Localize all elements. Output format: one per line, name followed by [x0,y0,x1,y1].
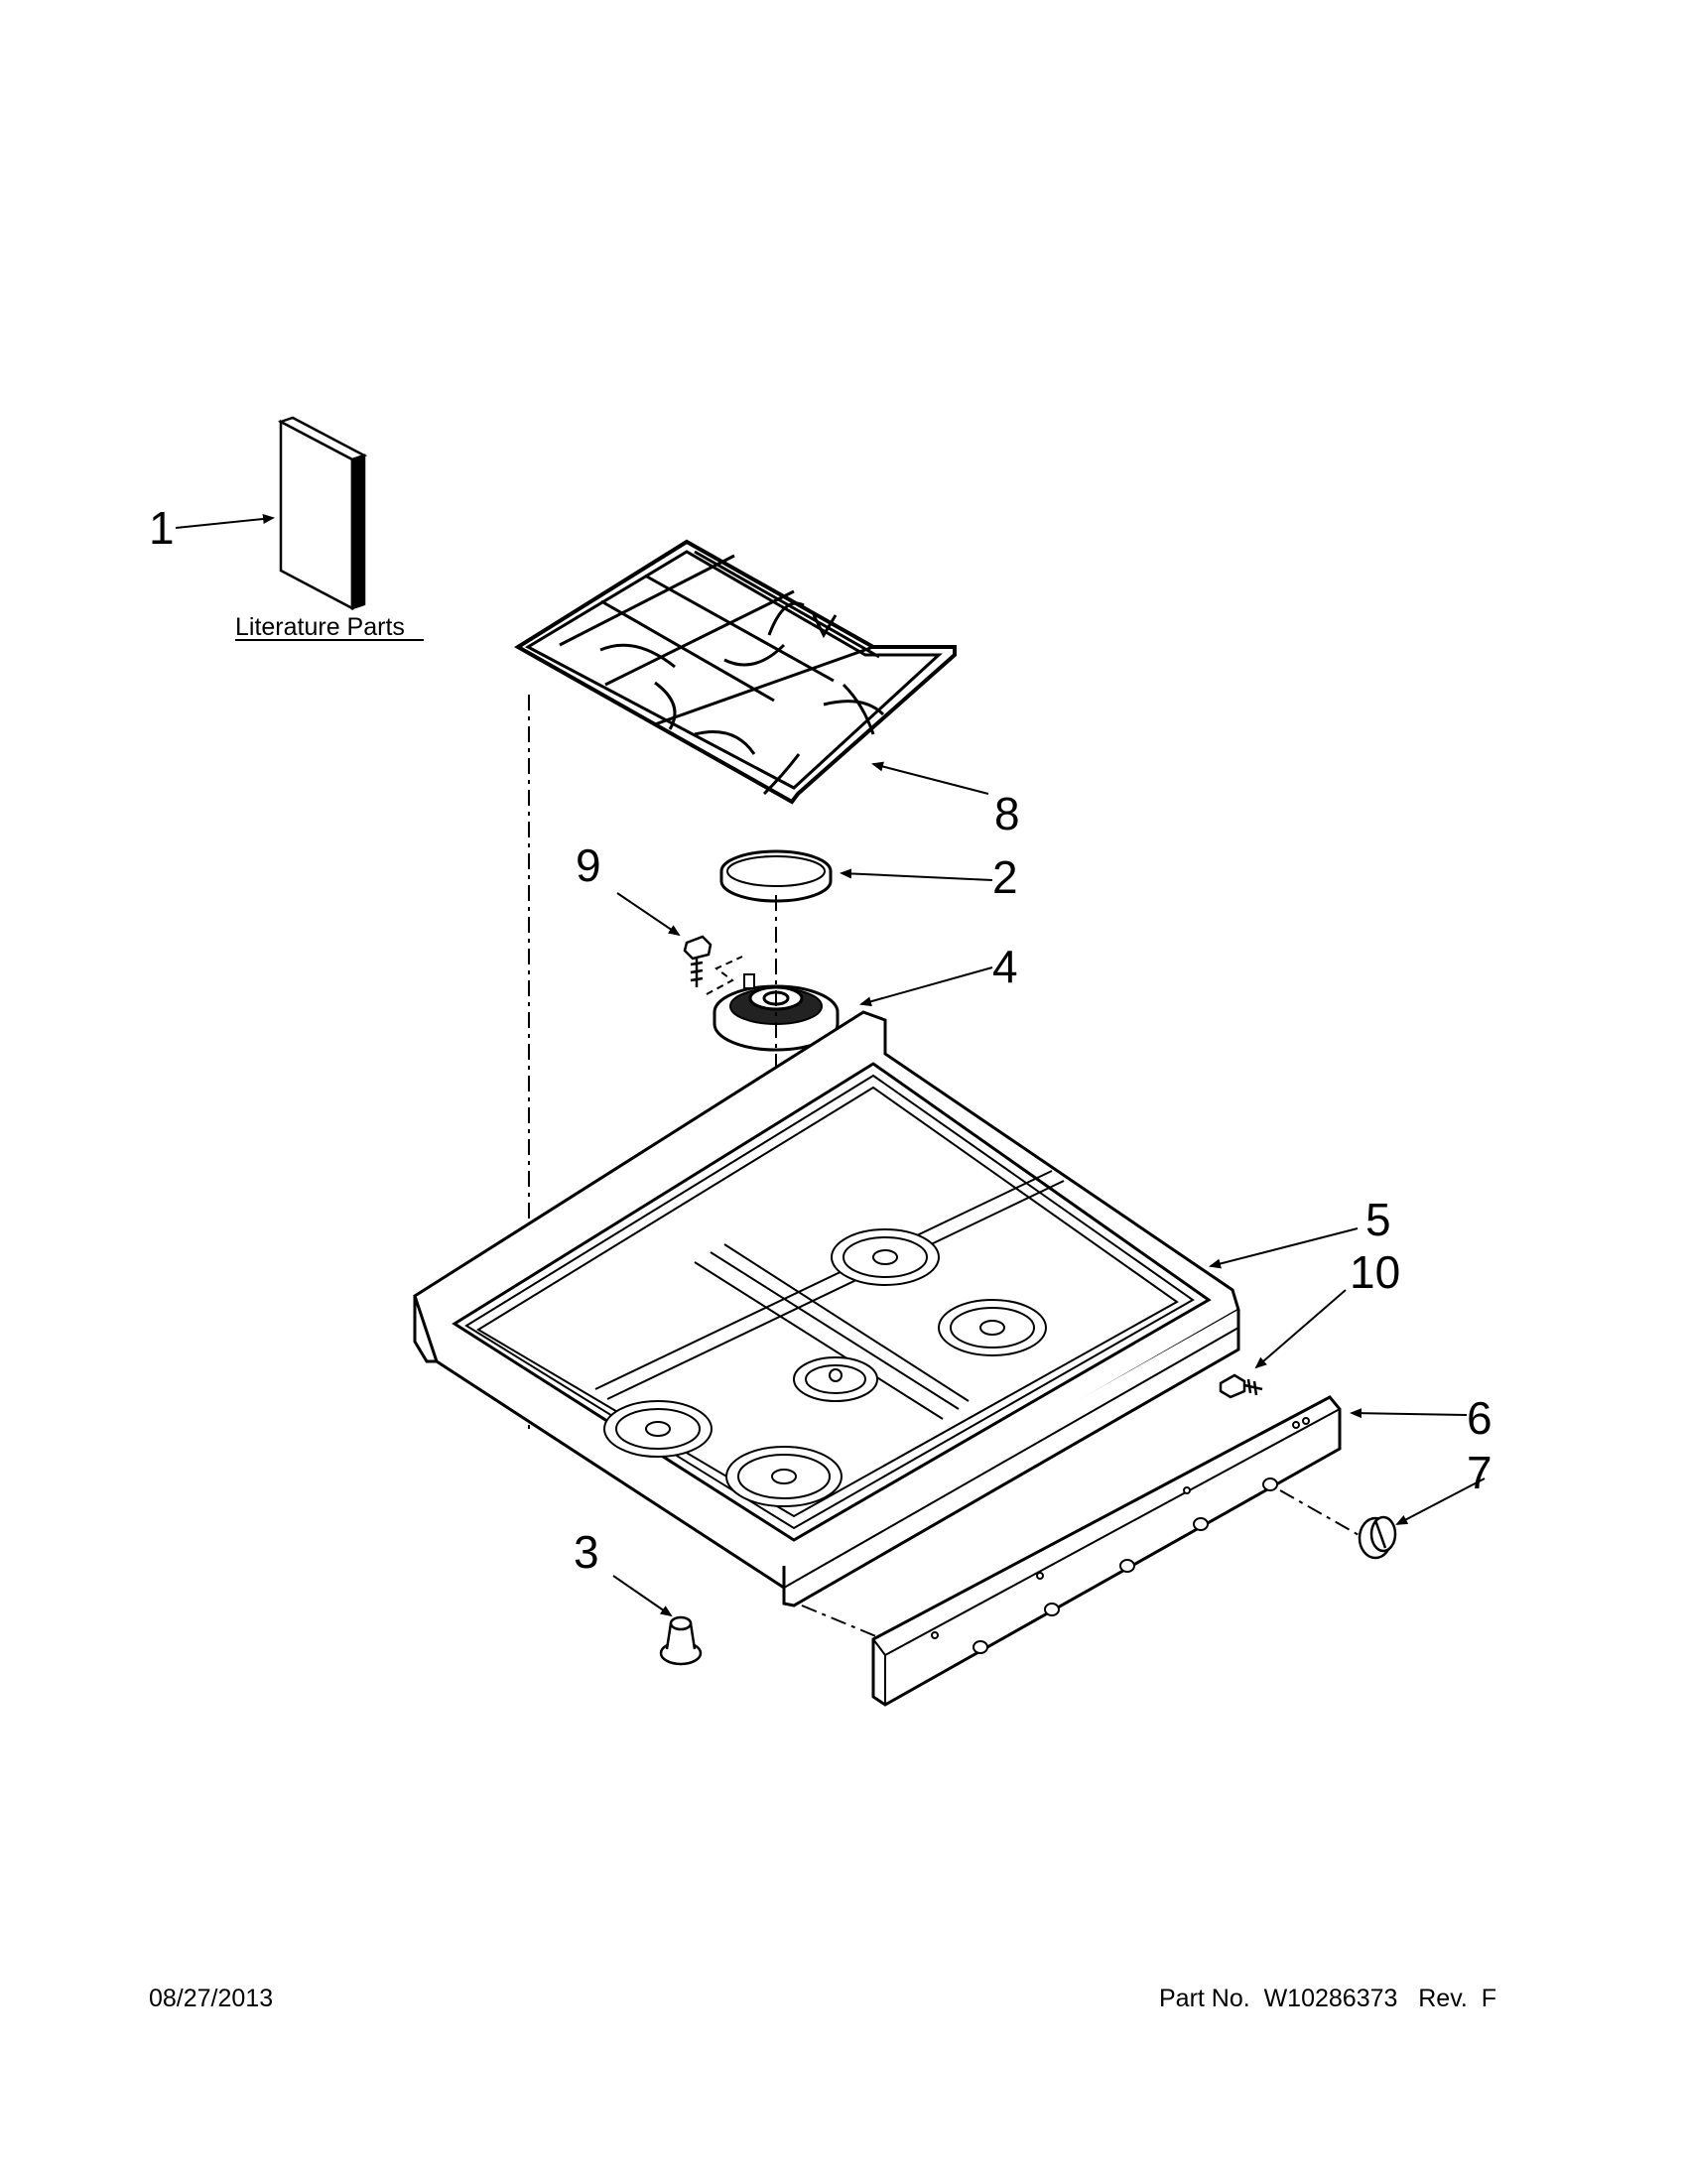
callout-leader-3 [612,1575,673,1617]
callout-leader-4 [859,966,993,1007]
callout-7: 7 [1467,1447,1492,1498]
literature-booklet [277,416,368,611]
callout-leader-6 [1350,1408,1468,1419]
callout-2: 2 [992,851,1018,903]
assembly-line-panel [801,1605,884,1640]
assembly-line-knob [1279,1489,1368,1541]
manifold-panel [871,1395,1342,1707]
cooktop [413,1010,1240,1607]
callout-leader-2 [840,868,993,881]
callout-leader-8 [871,761,989,795]
callout-10: 10 [1350,1246,1400,1298]
screw-part-9 [683,935,713,987]
callout-4: 4 [992,941,1018,992]
callout-3: 3 [574,1526,599,1578]
footer-part-number: Part No. W10286373 Rev. F [1159,1985,1496,2012]
callout-leader-7 [1395,1477,1486,1525]
burner-cap [719,849,833,903]
callout-leader-10 [1254,1289,1347,1369]
callout-9: 9 [576,839,601,891]
burner-grate [514,539,957,805]
control-knob [1358,1515,1397,1560]
callout-8: 8 [994,788,1020,839]
callout-1: 1 [149,502,175,554]
screw-part-10 [1219,1373,1263,1399]
literature-parts-label: Literature Parts [235,613,405,641]
callout-6: 6 [1467,1392,1492,1444]
screw-assembly-zigzag [706,956,743,995]
callout-5: 5 [1365,1194,1391,1245]
callout-leader-9 [616,892,681,937]
grate-foot [659,1615,703,1666]
callout-leader-5 [1209,1227,1359,1269]
footer-date: 08/27/2013 [149,1985,274,2012]
callout-leader-1 [175,514,275,529]
